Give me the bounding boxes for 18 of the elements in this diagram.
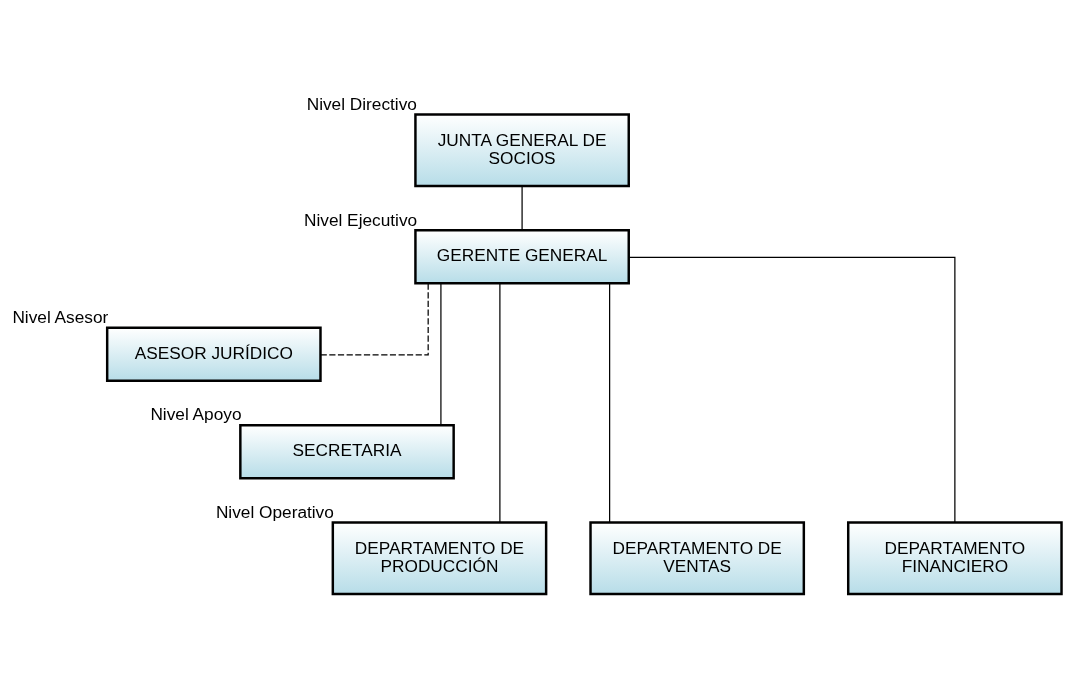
node-box: SECRETARIA [239,423,455,480]
node-box: DEPARTAMENTO DE VENTAS [589,521,806,596]
node-label: Nivel Directivo [306,93,417,114]
node-box: DEPARTAMENTO DE PRODUCCIÓN [331,521,548,596]
node-box: ASESOR JURÍDICO [105,326,322,382]
connector [521,185,523,231]
connector [499,283,501,524]
connector [320,283,429,356]
node-box: GERENTE GENERAL [414,229,630,285]
node-box: DEPARTAMENTO FINANCIERO [847,521,1063,596]
node-label: Nivel Apoyo [150,404,242,425]
node-box: JUNTA GENERAL DE SOCIOS [414,113,630,188]
node-label: Nivel Operativo [215,501,334,522]
connector [440,282,442,426]
connector [628,256,956,523]
node-label: Nivel Asesor [12,307,109,328]
connector [609,283,611,524]
node-label: Nivel Ejecutivo [303,209,418,230]
